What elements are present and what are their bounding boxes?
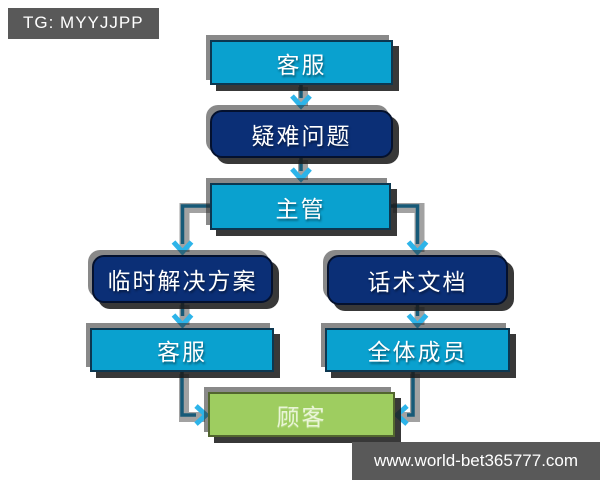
node-all-members-label: 全体成员 (367, 339, 468, 365)
arrow-support-to-customer-line (180, 372, 196, 417)
node-script-document: 话术文档 (327, 255, 508, 305)
connector-arrowheads (171, 94, 429, 426)
node-supervisor-label: 主管 (275, 195, 326, 222)
arrowhead-down-6 (406, 313, 429, 329)
node-customer-label: 顾客 (276, 403, 327, 430)
node-customer-service-left-label: 客服 (157, 339, 207, 365)
node-supervisor: 主管 (210, 183, 391, 230)
arrowhead-down-4 (406, 240, 429, 256)
node-difficult-issue: 疑难问题 (210, 110, 393, 158)
arrowhead-down-5 (171, 313, 194, 329)
node-temporary-solution: 临时解决方案 (92, 255, 273, 303)
connector-shadows (179, 87, 425, 422)
node-all-members: 全体成员 (325, 328, 510, 372)
arrowhead-down-1 (290, 94, 312, 110)
node-customer-service-left: 客服 (90, 328, 274, 372)
telegram-badge: TG: MYYJJPP (8, 8, 159, 39)
arrowhead-down-3 (171, 240, 194, 256)
arrow-members-to-customer-line (407, 372, 415, 417)
node-customer: 顾客 (208, 392, 395, 437)
arrowhead-down-2 (290, 167, 312, 183)
node-temporary-solution-label: 临时解决方案 (107, 268, 258, 294)
node-difficult-issue-label: 疑难问题 (251, 123, 352, 149)
node-customer-service-top: 客服 (210, 40, 393, 85)
node-script-document-label: 话术文档 (367, 269, 468, 295)
node-customer-service-top-label: 客服 (276, 51, 327, 78)
website-watermark: www.world-bet365777.com (352, 442, 600, 480)
arrowhead-right (194, 404, 210, 426)
arrow-supervisor-to-script-line (391, 204, 420, 244)
arrow-supervisor-to-temp-line (180, 204, 210, 244)
connector-lines (180, 85, 420, 417)
arrowhead-left (393, 404, 409, 426)
